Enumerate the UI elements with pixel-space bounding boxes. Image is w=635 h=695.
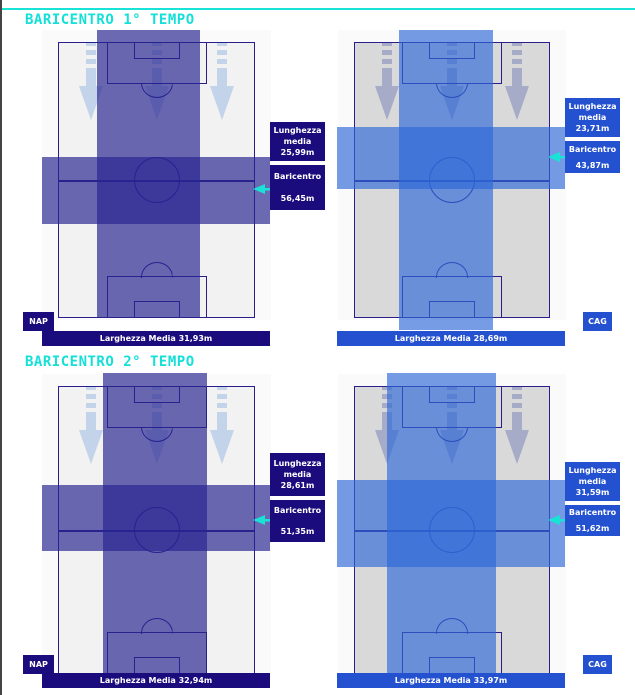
- team-badge: NAP: [23, 655, 54, 674]
- length-band: [337, 127, 565, 189]
- larghezza-bar: Larghezza Media 32,94m: [42, 673, 270, 688]
- direction-arrow-icon: [504, 386, 529, 464]
- baricentro-value: 56,45m: [280, 194, 315, 204]
- direction-arrow-icon: [504, 42, 529, 120]
- larghezza-bar: Larghezza Media 28,69m: [337, 331, 565, 346]
- direction-arrow-icon: [375, 42, 400, 120]
- top-divider: [0, 8, 635, 10]
- baricentro-label: Baricentro: [273, 171, 322, 181]
- baricentro-box: Baricentro 43,87m: [565, 141, 620, 173]
- baricentro-value: 43,87m: [575, 160, 610, 170]
- section-title-second-half: BARICENTRO 2° TEMPO: [25, 354, 195, 370]
- baricentro-value: 51,35m: [280, 527, 315, 536]
- team-badge: CAG: [583, 312, 612, 331]
- length-band: [42, 485, 270, 551]
- lunghezza-label: Lunghezza media 23,71m: [565, 98, 620, 137]
- lunghezza-label: Lunghezza media 25,99m: [270, 122, 325, 161]
- direction-arrow-icon: [79, 386, 104, 464]
- baricentro-box: Baricentro 51,35m: [270, 500, 325, 542]
- left-edge: [0, 0, 2, 695]
- larghezza-bar: Larghezza Media 33,97m: [337, 673, 565, 688]
- lunghezza-label: Lunghezza media 28,61m: [270, 453, 325, 496]
- section-title-first-half: BARICENTRO 1° TEMPO: [25, 12, 195, 28]
- team-badge: NAP: [23, 312, 54, 331]
- baricentro-label: Baricentro: [273, 506, 322, 515]
- length-band: [42, 157, 270, 224]
- team-badge: CAG: [583, 655, 612, 674]
- baricentro-box: Baricentro 51,62m: [565, 505, 620, 536]
- baricentro-box: Baricentro 56,45m: [270, 165, 325, 210]
- larghezza-bar: Larghezza Media 31,93m: [42, 331, 270, 346]
- baricentro-value: 51,62m: [575, 523, 610, 533]
- direction-arrow-icon: [209, 386, 234, 464]
- length-band: [337, 480, 565, 567]
- baricentro-label: Baricentro: [568, 144, 617, 154]
- baricentro-label: Baricentro: [568, 508, 617, 518]
- lunghezza-label: Lunghezza media 31,59m: [565, 462, 620, 501]
- direction-arrow-icon: [209, 42, 234, 120]
